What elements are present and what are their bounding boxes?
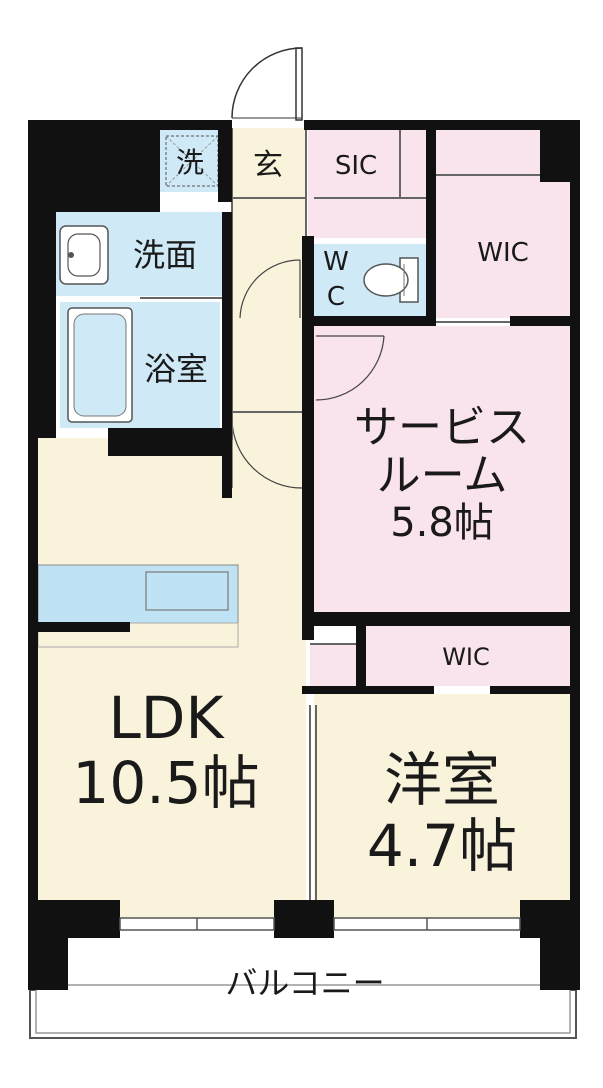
service-room-area: 5.8帖	[390, 500, 494, 546]
bathtub-icon	[67, 307, 133, 423]
walls	[28, 120, 580, 990]
balcony-label: バルコニー	[225, 964, 384, 1002]
wic-top-label: WIC	[477, 238, 529, 268]
entrance-door-icon	[231, 47, 303, 121]
bathroom-label: 浴室	[144, 350, 208, 388]
toilet-icon	[363, 257, 419, 303]
ldk-label: LDK	[108, 684, 225, 752]
balcony-windows	[119, 917, 521, 931]
ldk-floor	[38, 438, 306, 926]
washroom-label: 洗面	[133, 236, 197, 274]
wic-mid-label: WIC	[442, 643, 490, 671]
entrance-floor	[232, 128, 306, 196]
western-room-label: 洋室	[384, 746, 500, 814]
sink-icon	[59, 225, 109, 285]
wc-label-bottom: C	[327, 282, 345, 312]
sic-floor	[308, 128, 434, 238]
ldk-area: 10.5帖	[72, 749, 259, 817]
service-room-label-line1: サービス	[354, 402, 530, 453]
hall-storage-floor	[310, 644, 356, 688]
balcony-outline	[29, 984, 577, 1039]
kitchen-counter	[37, 564, 239, 648]
laundry-label: 洗	[176, 146, 204, 179]
wc-label-top: W	[323, 247, 349, 277]
western-room-area: 4.7帖	[367, 812, 517, 880]
wic-mid-floor	[364, 626, 570, 686]
western-room-floor	[314, 694, 570, 920]
entrance-label: 玄	[253, 148, 283, 183]
sic-label: SIC	[335, 151, 377, 181]
service-room-label-line2: ルーム	[377, 450, 508, 501]
laundry-area	[160, 130, 228, 192]
service-room-floor	[314, 326, 570, 612]
